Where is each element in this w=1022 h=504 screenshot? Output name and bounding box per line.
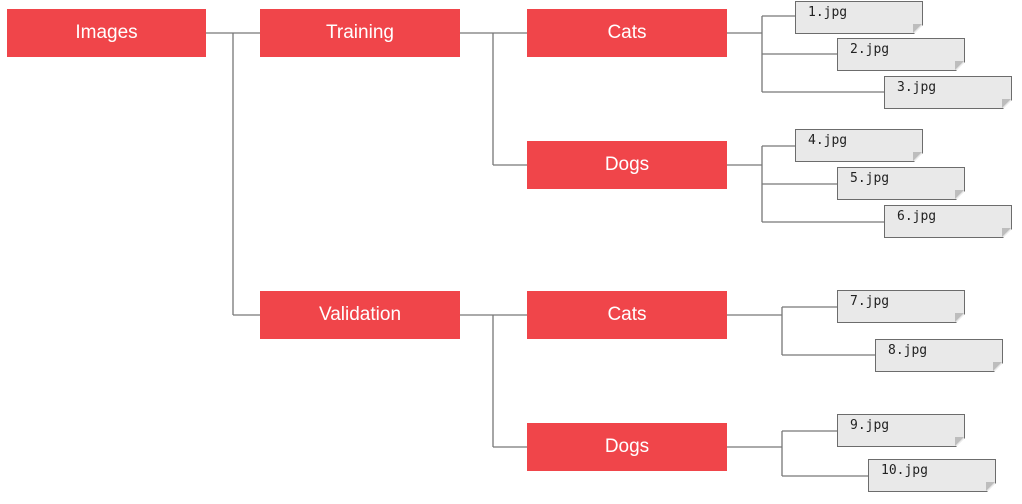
file-node: 9.jpg	[837, 414, 965, 447]
folder-training-cats: Cats	[527, 9, 727, 57]
file-name: 9.jpg	[850, 418, 890, 433]
page-fold-icon	[986, 482, 995, 491]
file-node: 4.jpg	[795, 129, 923, 162]
folder-validation: Validation	[260, 291, 460, 339]
page-fold-icon	[955, 313, 964, 322]
file-name: 4.jpg	[808, 133, 848, 148]
page-fold-icon	[955, 437, 964, 446]
folder-images: Images	[7, 9, 206, 57]
file-node: 7.jpg	[837, 290, 965, 323]
page-fold-icon	[955, 61, 964, 70]
file-node: 3.jpg	[884, 76, 1012, 109]
file-node: 5.jpg	[837, 167, 965, 200]
file-node: 1.jpg	[795, 1, 923, 34]
page-fold-icon	[955, 190, 964, 199]
folder-validation-cats: Cats	[527, 291, 727, 339]
file-name: 6.jpg	[897, 209, 937, 224]
file-name: 2.jpg	[850, 42, 890, 57]
page-fold-icon	[913, 152, 922, 161]
file-name: 5.jpg	[850, 171, 890, 186]
folder-training: Training	[260, 9, 460, 57]
page-fold-icon	[1002, 228, 1011, 237]
page-fold-icon	[993, 362, 1002, 371]
file-node: 8.jpg	[875, 339, 1003, 372]
file-node: 6.jpg	[884, 205, 1012, 238]
file-node: 10.jpg	[868, 459, 996, 492]
file-name: 1.jpg	[808, 5, 848, 20]
page-fold-icon	[913, 24, 922, 33]
file-name: 8.jpg	[888, 343, 928, 358]
file-name: 7.jpg	[850, 294, 890, 309]
file-name: 10.jpg	[881, 463, 928, 478]
file-node: 2.jpg	[837, 38, 965, 71]
page-fold-icon	[1002, 99, 1011, 108]
folder-training-dogs: Dogs	[527, 141, 727, 189]
folder-validation-dogs: Dogs	[527, 423, 727, 471]
file-name: 3.jpg	[897, 80, 937, 95]
